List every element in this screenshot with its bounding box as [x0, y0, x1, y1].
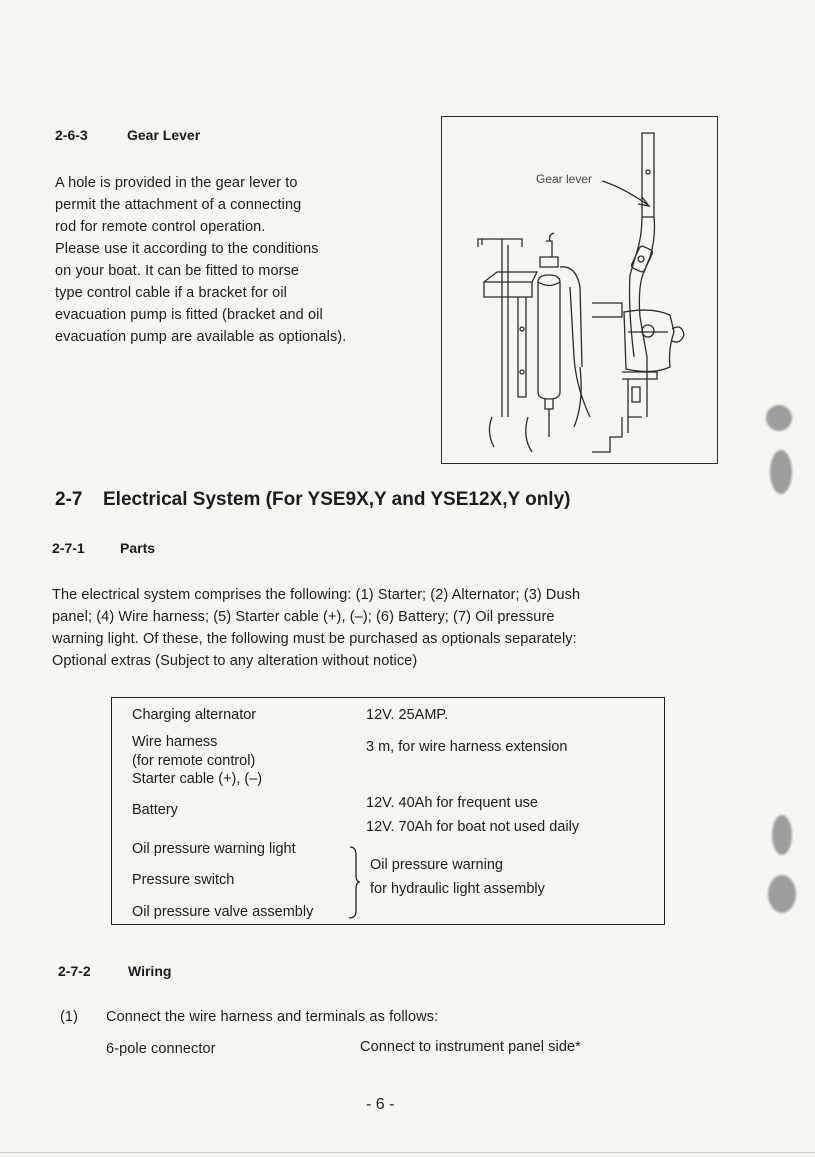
table-cell-item: Oil pressure warning light	[132, 841, 296, 857]
section-title: Wiring	[128, 963, 172, 979]
section-number: 2-7-2	[58, 963, 91, 979]
scan-edge-line	[0, 1152, 815, 1153]
gear-lever-illustration	[477, 132, 685, 453]
paragraph-line: The electrical system comprises the foll…	[52, 587, 581, 603]
scan-smudge	[766, 405, 792, 431]
paragraph-line: type control cable if a bracket for oil	[55, 285, 287, 301]
figure-label: Gear lever	[536, 172, 593, 186]
page-number: - 6 -	[366, 1096, 395, 1113]
paragraph-line: A hole is provided in the gear lever to	[55, 175, 298, 191]
paragraph-line: warning light. Of these, the following m…	[52, 631, 577, 647]
table-cell-item: Charging alternator	[132, 707, 257, 723]
gear-lever-paragraph: A hole is provided in the gear lever to …	[55, 172, 425, 348]
table-cell-spec: Oil pressure warning	[370, 857, 503, 873]
section-number: 2-7	[55, 489, 83, 510]
section-number: 2-7-1	[52, 540, 85, 556]
parts-paragraph: The electrical system comprises the foll…	[52, 584, 752, 672]
gear-lever-figure: Gear lever	[441, 116, 718, 464]
section-title: Parts	[120, 540, 156, 556]
list-number: (1)	[60, 1009, 79, 1025]
table-cell-item: Starter cable (+), (–)	[132, 771, 263, 787]
paragraph-line: permit the attachment of a connecting	[55, 197, 302, 213]
paragraph-line: on your boat. It can be fitted to morse	[55, 263, 300, 279]
connector-instruction: Connect to instrument panel side*	[360, 1039, 581, 1055]
scan-smudge	[768, 875, 796, 913]
section-title: Gear Lever	[127, 127, 201, 143]
list-item: (1) Connect the wire harness and terminal…	[60, 1006, 760, 1028]
section-title: Electrical System (For YSE9X,Y and YSE12…	[103, 489, 571, 510]
paragraph-line: panel; (4) Wire harness; (5) Starter cab…	[52, 609, 555, 625]
paragraph-line: evacuation pump are available as optiona…	[55, 329, 347, 345]
table-cell-item: Pressure switch	[132, 872, 235, 888]
table-cell-spec: 12V. 70Ah for boat not used daily	[366, 819, 580, 835]
scan-smudge	[770, 450, 792, 494]
paragraph-line: evacuation pump is fitted (bracket and o…	[55, 307, 323, 323]
brace-icon	[348, 846, 361, 919]
optional-extras-table: Charging alternator 12V. 25AMP. Wire har…	[111, 697, 665, 925]
section-heading-2-6-3: 2-6-3 Gear Lever	[55, 127, 200, 143]
table-cell-spec: 3 m, for wire harness extension	[366, 739, 568, 755]
table-cell-spec: for hydraulic light assembly	[370, 881, 545, 897]
section-heading-2-7-2: 2-7-2 Wiring	[58, 963, 171, 979]
paragraph-line: Please use it according to the condition…	[55, 241, 319, 257]
table-cell-item: Oil pressure valve assembly	[132, 904, 314, 920]
table-cell-spec: 12V. 25AMP.	[366, 707, 449, 723]
section-heading-2-7-1: 2-7-1 Parts	[52, 540, 155, 556]
connector-name: 6-pole connector	[106, 1041, 216, 1057]
paragraph-line: rod for remote control operation.	[55, 219, 266, 235]
section-number: 2-6-3	[55, 127, 88, 143]
scan-smudge	[772, 815, 792, 855]
table-cell-spec: 12V. 40Ah for frequent use	[366, 795, 538, 811]
table-cell-item: Battery	[132, 802, 178, 818]
table-cell-item: (for remote control)	[132, 753, 256, 769]
table-cell-item: Wire harness	[132, 734, 218, 750]
list-text: Connect the wire harness and terminals a…	[106, 1009, 439, 1025]
section-heading-2-7: 2-7 Electrical System (For YSE9X,Y and YS…	[55, 489, 570, 511]
paragraph-line: Optional extras (Subject to any alterati…	[52, 653, 418, 669]
